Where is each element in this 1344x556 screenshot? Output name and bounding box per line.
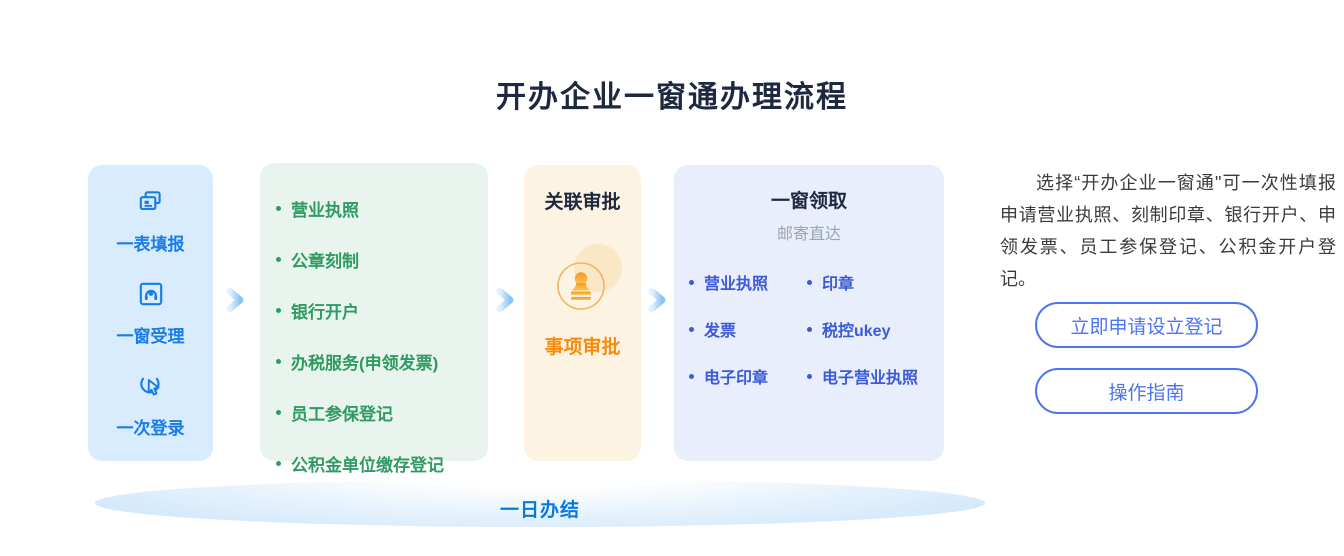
list-item: 印章 — [807, 270, 918, 294]
chevron-right-icon — [223, 288, 247, 312]
bullet-dot — [689, 373, 694, 379]
list-item: 电子印章 — [689, 364, 807, 388]
step1-item-label: 一次登录 — [116, 419, 185, 438]
one-day-banner: 一日办结 — [95, 479, 985, 527]
list-item: 税控ukey — [807, 317, 918, 341]
step2-item-list: 营业执照 公章刻制 银行开户 办税服务(申领发票) 员工参保登记 公积金单位缴存… — [260, 163, 488, 476]
bullet-dot — [276, 359, 281, 364]
step4-item-label: 发票 — [704, 323, 737, 340]
step4-item-label: 税控ukey — [822, 323, 891, 340]
step2-item-label: 公积金单位缴存登记 — [291, 456, 444, 475]
step1-item-label: 一表填报 — [116, 235, 185, 254]
click-login-icon — [136, 371, 166, 406]
step2-item-label: 公章刻制 — [291, 252, 359, 271]
list-item: 银行开户 — [276, 298, 488, 323]
list-item: 员工参保登记 — [276, 400, 488, 425]
flow-step3-box: 关联审批 事项审批 — [524, 165, 641, 461]
service-window-icon — [136, 279, 166, 314]
step2-item-label: 办税服务(申领发票) — [291, 354, 439, 373]
flow-step4-box: 一窗领取 邮寄直达 营业执照 发票 电子印章 印章 税控ukey 电子营业执照 — [674, 165, 944, 461]
step4-column-1: 营业执照 发票 电子印章 — [689, 270, 807, 411]
stamp-icon — [538, 242, 628, 330]
step4-item-label: 电子营业执照 — [822, 370, 919, 387]
one-day-banner-label: 一日办结 — [499, 499, 580, 521]
step1-item-one-window: 一窗受理 — [117, 279, 185, 347]
step4-item-label: 印章 — [822, 276, 855, 293]
chevron-right-icon — [645, 288, 669, 312]
step2-item-label: 营业执照 — [291, 201, 359, 220]
flow-step1-box: 一表填报 一窗受理 一次登录 — [88, 165, 213, 461]
step4-subtitle: 邮寄直达 — [776, 226, 841, 243]
page-title: 开办企业一窗通办理流程 — [496, 81, 848, 114]
bullet-dot — [276, 461, 281, 466]
bullet-dot — [276, 308, 281, 313]
bullet-dot — [807, 326, 812, 332]
step4-item-label: 电子印章 — [704, 370, 769, 387]
operation-guide-button[interactable]: 操作指南 — [1035, 368, 1258, 414]
list-item: 公章刻制 — [276, 247, 488, 272]
list-item: 营业执照 — [276, 196, 488, 221]
step2-item-label: 员工参保登记 — [291, 405, 393, 424]
bullet-dot — [689, 326, 694, 332]
bullet-dot — [807, 279, 812, 285]
list-item: 发票 — [689, 317, 807, 341]
flow-step2-box: 营业执照 公章刻制 银行开户 办税服务(申领发票) 员工参保登记 公积金单位缴存… — [260, 163, 488, 475]
bullet-dot — [807, 373, 812, 379]
list-item: 营业执照 — [689, 270, 807, 294]
bullet-dot — [276, 257, 281, 262]
step4-column-2: 印章 税控ukey 电子营业执照 — [807, 270, 918, 411]
step1-item-label: 一窗受理 — [116, 327, 185, 346]
list-item: 电子营业执照 — [807, 364, 918, 388]
chevron-right-icon — [493, 288, 517, 312]
list-item: 办税服务(申领发票) — [276, 349, 488, 374]
list-item: 公积金单位缴存登记 — [276, 451, 488, 476]
step3-title: 关联审批 — [544, 192, 621, 213]
stacked-forms-icon — [136, 187, 166, 222]
bullet-dot — [276, 410, 281, 415]
step1-item-one-login: 一次登录 — [117, 371, 185, 439]
step4-item-label: 营业执照 — [704, 276, 769, 293]
step4-columns: 营业执照 发票 电子印章 印章 税控ukey 电子营业执照 — [674, 244, 944, 411]
service-description: 选择“开办企业一窗通"可一次性填报申请营业执照、刻制印章、银行开户、申领发票、员… — [1000, 173, 1336, 289]
step3-label: 事项审批 — [544, 337, 621, 358]
apply-registration-button[interactable]: 立即申请设立登记 — [1035, 302, 1258, 348]
step2-item-label: 银行开户 — [291, 303, 359, 322]
step1-item-fill-form: 一表填报 — [117, 187, 185, 255]
bullet-dot — [689, 279, 694, 285]
step4-title: 一窗领取 — [770, 191, 847, 212]
bullet-dot — [276, 206, 281, 211]
